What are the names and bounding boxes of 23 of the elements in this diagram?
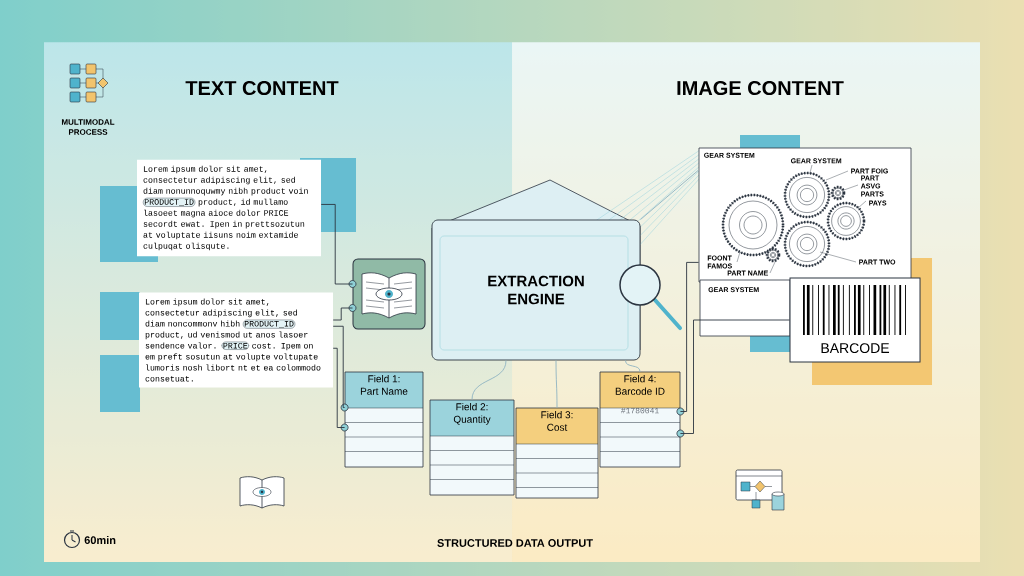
connector-line	[320, 204, 353, 285]
icon-caption: MULTIMODAL PROCESS	[61, 119, 115, 135]
section-heading: IMAGE CONTENT	[677, 80, 844, 96]
book-eye-icon	[348, 258, 426, 330]
footer-title: STRUCTURED DATA OUTPUT	[437, 539, 593, 547]
section-heading: TEXT CONTENT	[185, 80, 339, 96]
table-column: Field 2: Quantity	[429, 399, 515, 496]
connector-line	[555, 360, 558, 409]
text-document: Lorem ipsum dolor sit amet, consectetur adipiscing elit, sed diam nonunnoquwmy nibh product voin PRODUCT_ID product, id mullamo lasoeet magna aioce dolor PRICE secordt ewat. Ipen in prettsozutun at voluptate iisuns noim extamide culpuqat olisqute.	[137, 159, 321, 257]
connector-line	[679, 261, 700, 412]
extraction-engine-box: EXTRACTION ENGINE	[431, 219, 641, 361]
text-document: Lorem ipsum dolor sit amet, consectetur adipiscing elit, sed diam noncommonv hibh PRODUCT_ID product, ud venismod ut anos lasoer sendence valor. PRICE cost. Ipem on em preft sosutun at volupte voltupate lumoris nosh libort nt et ea colommodo consetuat.	[139, 292, 333, 388]
connector-line	[625, 360, 641, 373]
duration-label: 60min	[84, 535, 116, 545]
connector-line	[679, 319, 790, 434]
connector-line	[640, 169, 700, 220]
connector-line	[471, 360, 507, 401]
table-column: Field 4: Barcode ID #1780041	[599, 371, 685, 468]
connector-line	[332, 347, 346, 428]
connector-line	[332, 325, 346, 408]
connector-line	[332, 307, 353, 321]
table-column: Field 3: Cost	[515, 407, 599, 499]
table-column: Field 1: Part Name	[340, 371, 424, 468]
